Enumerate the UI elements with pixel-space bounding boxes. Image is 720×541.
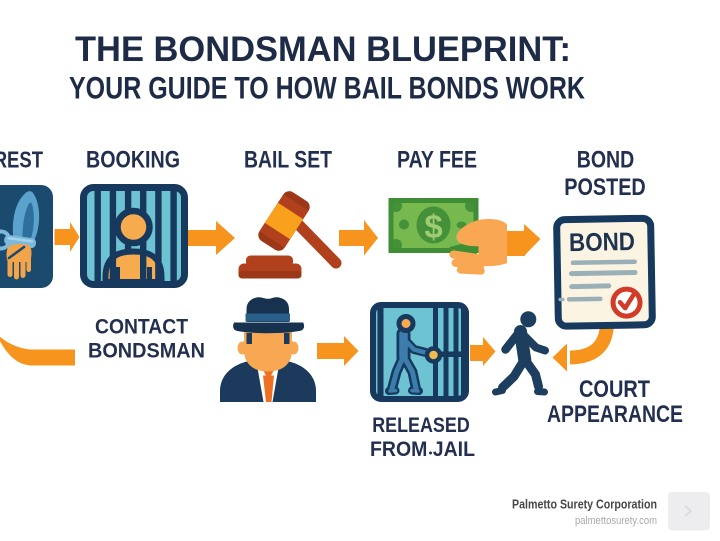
svg-text:FROM JAIL: FROM JAIL: [370, 438, 475, 461]
svg-text:THE BONDSMAN BLUEPRINT:: THE BONDSMAN BLUEPRINT:: [75, 30, 571, 69]
svg-text:BONDSMAN: BONDSMAN: [88, 340, 205, 363]
svg-text:RELEASED: RELEASED: [372, 414, 470, 437]
svg-text:BAIL SET: BAIL SET: [244, 147, 332, 174]
svg-text:PAY FEE: PAY FEE: [397, 147, 477, 174]
svg-text:POSTED: POSTED: [564, 174, 646, 201]
svg-text:$: $: [424, 208, 442, 245]
svg-text:palmettosurety.com: palmettosurety.com: [575, 515, 657, 527]
svg-text:BOND: BOND: [569, 228, 635, 257]
svg-text:APPEARANCE: APPEARANCE: [547, 401, 683, 428]
svg-text:ARREST: ARREST: [0, 147, 43, 173]
svg-text:Palmetto Surety Corporation: Palmetto Surety Corporation: [512, 497, 657, 512]
svg-text:BOND: BOND: [577, 147, 635, 174]
svg-text:YOUR GUIDE TO HOW BAIL BONDS W: YOUR GUIDE TO HOW BAIL BONDS WORK: [69, 70, 585, 106]
svg-text:BOOKING: BOOKING: [86, 147, 180, 174]
svg-text:CONTACT: CONTACT: [95, 316, 188, 339]
svg-text:COURT: COURT: [579, 376, 650, 403]
